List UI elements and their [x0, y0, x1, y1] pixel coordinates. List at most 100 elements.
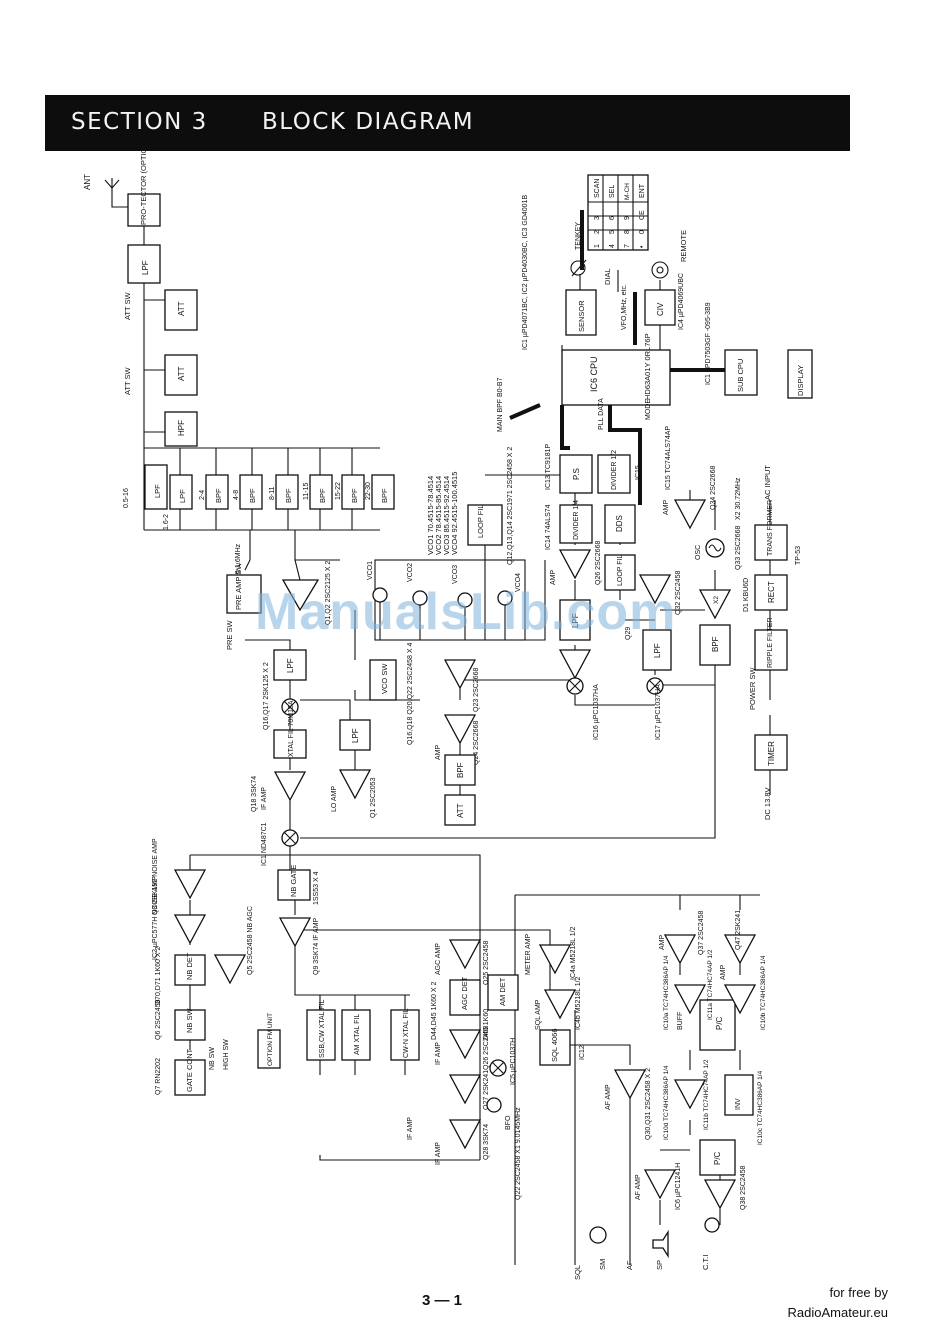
q47-label: Q47 2SK241	[735, 910, 742, 950]
rx-lpf-label: LPF	[286, 658, 295, 673]
q38-label: Q38 2SC2458	[740, 1166, 747, 1210]
key-4: 4	[609, 244, 616, 248]
nb-sw-label: NB SW	[185, 1007, 194, 1033]
key-dot: •	[639, 245, 646, 248]
cti-led	[704, 1217, 720, 1233]
tone-amp-2-label: AMP	[720, 965, 727, 981]
ic4b-label: IC4b M5218L 1/2	[575, 976, 582, 1030]
xtal-fil-label: XTAL FIL 70M15A	[288, 700, 295, 757]
filter-4-type: BPF	[284, 488, 293, 503]
cwn-xtal-label: CW-N XTAL FIL	[403, 1008, 410, 1058]
q23-label: Q23 2SC2668	[473, 668, 480, 712]
vco-att-label: ATT	[456, 803, 465, 818]
hpf-box	[164, 411, 198, 447]
inv-label: INV	[735, 1098, 742, 1110]
buff-1	[673, 984, 707, 1015]
ac-input-label: AC INPUT	[763, 465, 772, 500]
filter-1	[169, 474, 193, 510]
ssb-xtal-box	[306, 1009, 336, 1061]
vco-range-2: VCO2 78.4515-85.4514	[434, 476, 443, 555]
buff-3	[673, 1079, 707, 1110]
filter-7	[371, 474, 395, 510]
rect-box	[754, 574, 788, 611]
agc-amp-label: AGC AMP	[435, 943, 442, 975]
filter-1-type: LPF	[178, 489, 187, 503]
key-9: 9	[624, 216, 631, 220]
credit: for free by RadioAmateur.eu	[788, 1283, 888, 1323]
if-amp-triangle	[273, 771, 307, 802]
filter-1-range: 1.6-2	[163, 514, 170, 530]
high-sw-label: HIGH SW	[223, 1039, 230, 1070]
filter-0	[144, 464, 168, 510]
gate-cont-label: GATE CONT	[185, 1048, 194, 1092]
key-1: 1	[594, 244, 601, 248]
pll-bpf-box	[699, 624, 731, 666]
q32-amp	[638, 574, 672, 605]
band-label: 0.5-1.6MHz	[235, 543, 242, 580]
filter-0-range: 0.5-16	[123, 488, 130, 508]
agc-det-box	[449, 979, 481, 1016]
main-bpf-label: MAIN BPF B0-B7	[497, 377, 504, 432]
meter-amp-label: METER AMP	[525, 933, 532, 975]
q25-label: Q25 2SC2458	[483, 941, 490, 985]
cpu-part-label: HD63A01Y 0RL76P	[643, 333, 652, 400]
af-amp-label: AF AMP	[605, 1084, 612, 1110]
meter-amp	[538, 944, 572, 975]
d46-label: D46 1K60	[483, 1009, 490, 1040]
ic1-cpu-label: IC1 µPD4071BC, IC2 µPD4030BC, IC3 GD4001…	[522, 195, 529, 350]
buff-1-label: BUFF	[677, 1012, 684, 1030]
att-label-1: ATT	[177, 301, 186, 316]
data-bus	[509, 210, 730, 505]
gate-cont-box	[174, 1059, 206, 1096]
d44-label: D44,D45 1K60 X 2	[431, 982, 438, 1040]
pll-lpf-label: LPF	[571, 613, 580, 628]
ic4a-label: IC4a M5218L 1/2	[570, 926, 577, 980]
vco-amp-2	[443, 714, 477, 745]
ps-label: P.S	[572, 468, 581, 480]
if-amp-left-label: IF AMP	[407, 1117, 414, 1140]
vco-1-label: VCO1	[367, 561, 374, 580]
ic6-label: IC6 µPC1241H	[675, 1163, 682, 1210]
nb-sw2-label: NB SW	[209, 1047, 216, 1070]
q29-label: Q29	[625, 627, 632, 640]
vco-sw-box	[369, 659, 397, 701]
option-fm-box	[257, 1029, 281, 1069]
att-box-1	[164, 289, 198, 331]
vco-4	[497, 590, 513, 606]
timer-label: TIMER	[767, 741, 776, 766]
civ-label: CIV	[656, 302, 665, 316]
pll-amp-label: AMP	[550, 570, 557, 586]
nb-sw-box	[174, 1009, 206, 1041]
pc-box-1	[699, 999, 736, 1051]
pll-lpf2-label: LPF	[653, 643, 662, 658]
pll-lpf2-box	[642, 629, 672, 671]
sm-output-label: SM	[598, 1259, 607, 1270]
speaker-icon	[652, 1229, 669, 1259]
d1-label: D1 KBU6D	[743, 578, 750, 612]
front-lpf	[127, 244, 161, 284]
pll-amp-1	[558, 549, 592, 580]
att-sw-label-1: ATT SW	[123, 291, 132, 320]
section-number: SECTION 3	[71, 109, 208, 135]
vco-2-label: VCO2	[407, 563, 414, 582]
q9-amp	[278, 917, 312, 948]
q9-label: Q9 3SK74 IF AMP	[313, 917, 320, 975]
filter-6-range: 15-22	[335, 482, 342, 500]
key-7: 7	[624, 244, 631, 248]
pll-lpf-box	[559, 599, 591, 641]
filter-3-type: BPF	[248, 488, 257, 503]
q37-label: Q37 2SC2458	[698, 911, 705, 955]
noise-amp-1	[173, 869, 207, 900]
ic16-label: IC16 µPC1037HA	[593, 684, 600, 740]
sub-cpu-box	[724, 349, 758, 396]
protector-label: PRO-TECTOR (OPTION)	[139, 139, 148, 225]
vco-sw-label: VCO SW	[380, 663, 389, 694]
inv-box	[724, 1074, 754, 1116]
tone-amp-1	[663, 934, 697, 965]
rx-lpf-box	[273, 649, 307, 681]
q32-label: Q32 2SC2458	[675, 571, 682, 615]
filter-4-range: 8-11	[269, 486, 276, 500]
x2-label: X2	[713, 596, 720, 604]
wiring	[111, 188, 771, 1265]
